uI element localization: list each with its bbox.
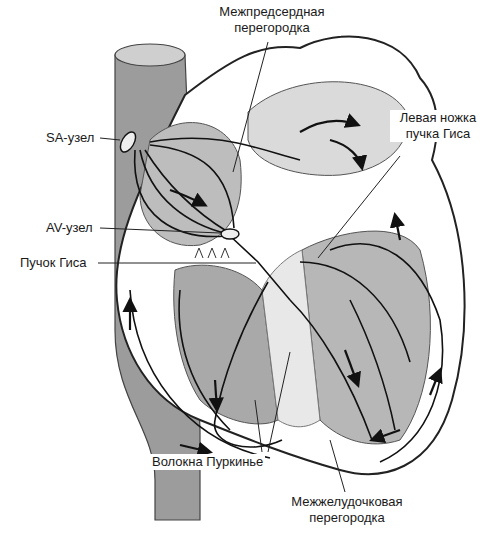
art-part — [430, 370, 440, 395]
vena-cava-opening — [115, 44, 185, 66]
direction-arrow — [130, 121, 440, 452]
art-part — [100, 228, 220, 233]
av-node — [221, 229, 239, 239]
art-part — [300, 121, 358, 132]
art-part — [98, 263, 256, 264]
art-part — [255, 400, 262, 452]
art-part — [130, 290, 270, 458]
art-part — [140, 150, 228, 234]
art-part — [215, 380, 217, 410]
art-part — [215, 282, 282, 447]
part-label: Волокна Пуркинье — [150, 454, 265, 470]
art-part — [228, 234, 290, 300]
art-part — [345, 350, 358, 385]
sa-node — [117, 129, 138, 154]
part-label: Пучок Гиса — [18, 255, 88, 271]
art-part — [318, 156, 400, 258]
art-part — [350, 300, 395, 430]
heart-outline — [116, 37, 464, 475]
art-part — [233, 42, 268, 172]
art-part — [150, 145, 234, 228]
leader-line — [98, 42, 400, 492]
art-part — [150, 138, 300, 160]
art-part — [100, 138, 120, 140]
art-part — [395, 215, 400, 240]
conduction-system — [130, 138, 443, 462]
art-part — [372, 430, 400, 440]
valve — [195, 248, 229, 258]
art-part — [330, 140, 362, 168]
part-label: SA-узел — [44, 130, 96, 146]
art-part — [179, 290, 230, 430]
part-label: Межжелудочковая перегородка — [258, 494, 436, 526]
art-part — [180, 445, 210, 452]
art-part — [330, 244, 443, 462]
art-part — [170, 190, 205, 205]
art-part — [129, 300, 131, 330]
part-label: Левая ножка пучка Гиса — [390, 110, 486, 142]
art-part — [330, 440, 345, 492]
left-atrium — [248, 82, 407, 176]
part-label: Межпредсердная перегородка — [203, 4, 341, 36]
art-part — [268, 352, 290, 452]
part-label: AV-узел — [44, 220, 95, 236]
art-part — [135, 150, 226, 236]
